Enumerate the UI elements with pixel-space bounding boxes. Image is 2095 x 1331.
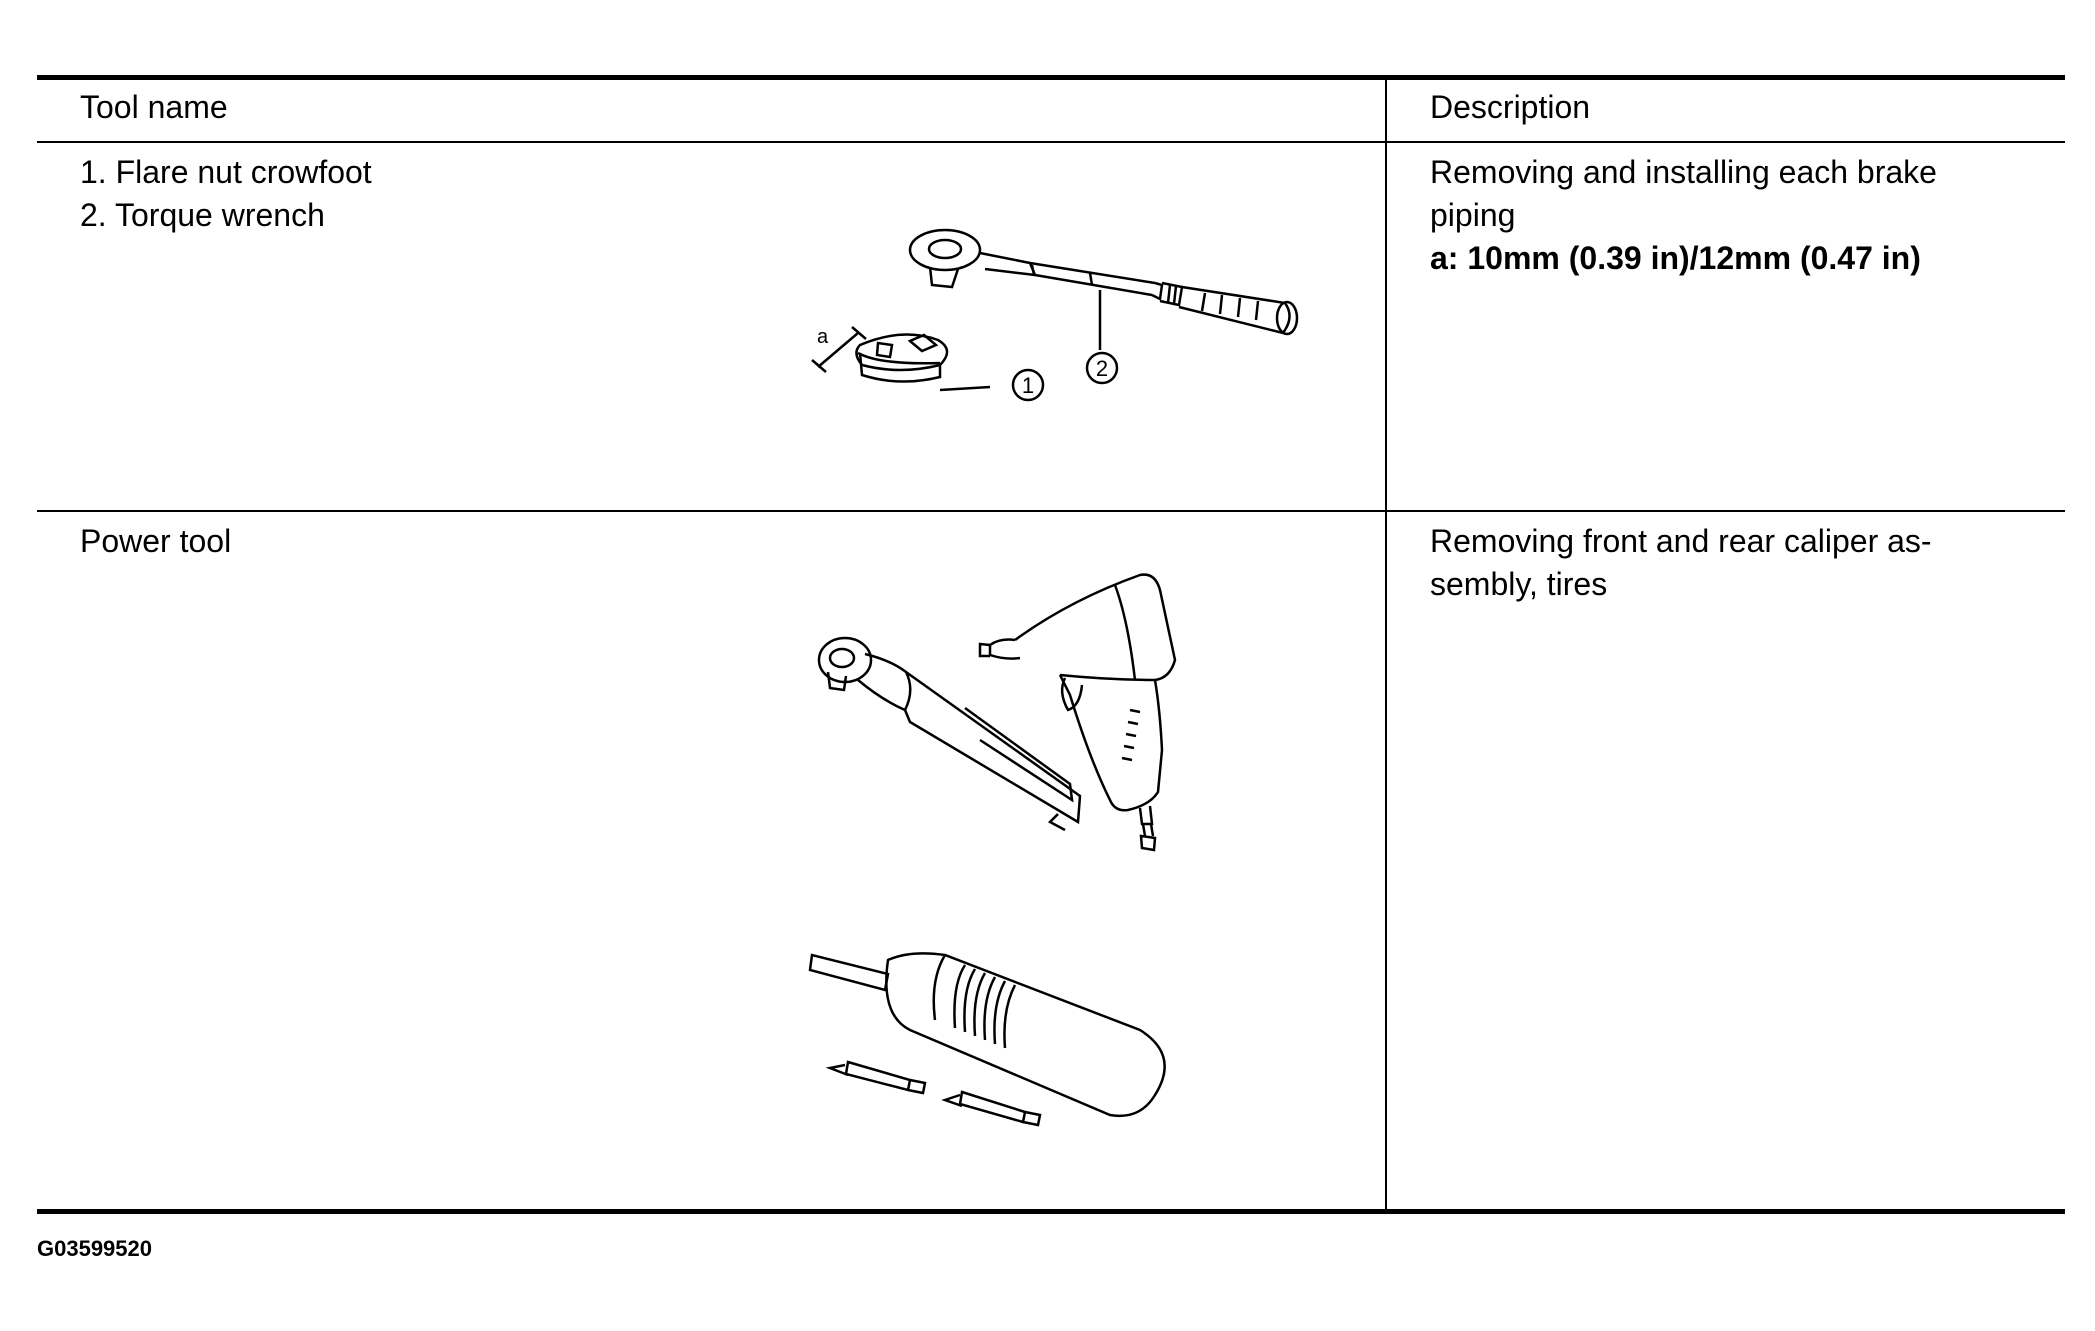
row-divider: [37, 510, 2065, 512]
callout-a: a: [817, 326, 829, 348]
description-line: Removing front and rear caliper as-: [1430, 523, 1932, 559]
callout-2: 2: [1096, 356, 1108, 381]
header-description: Description: [1430, 89, 1591, 125]
table-top-rule: [37, 75, 2065, 80]
description-line: Removing and installing each brake: [1430, 154, 1937, 190]
description-line: piping: [1430, 197, 1516, 233]
column-divider: [1385, 78, 1387, 1211]
tool-name-line: 1. Flare nut crowfoot: [80, 154, 372, 190]
tool-name-line: Power tool: [80, 523, 232, 559]
tool-name-line: 2. Torque wrench: [80, 197, 325, 233]
header-bottom-rule: [37, 141, 2065, 143]
table-bottom-rule: [37, 1209, 2065, 1214]
figure-code: G03599520: [37, 1236, 152, 1261]
dimension-spec: a: 10mm (0.39 in)/12mm (0.47 in): [1430, 240, 1921, 276]
callout-1: 1: [1022, 373, 1034, 398]
description-line: sembly, tires: [1430, 566, 1608, 602]
crowfoot-torque-wrench-illustration: a 1 2: [790, 225, 1330, 425]
power-tool-illustration: [810, 560, 1310, 1140]
header-tool-name: Tool name: [80, 89, 228, 125]
